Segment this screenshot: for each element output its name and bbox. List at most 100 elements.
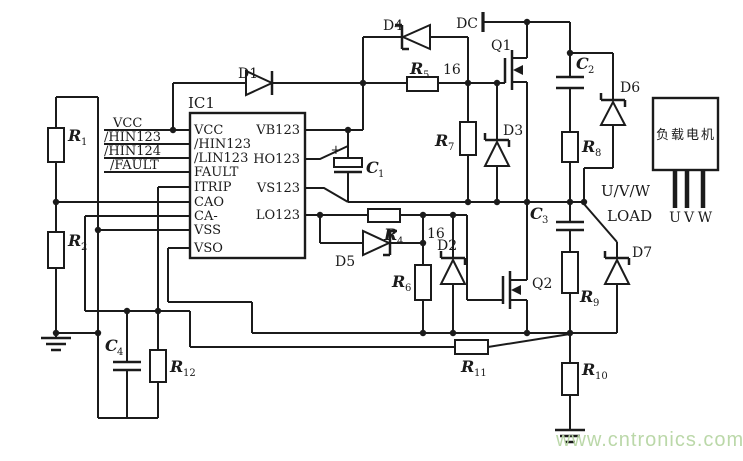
input-vcc-label: VCC xyxy=(112,116,142,131)
zener-D6: D6 xyxy=(599,80,640,126)
ic1-pin-ho123: HO123 xyxy=(253,152,300,167)
c1-plus-sign: + xyxy=(331,143,342,158)
watermark-text: www.cntronics.com xyxy=(555,429,743,451)
zener-D5-label: D5 xyxy=(335,254,355,270)
zener-D7: D7 xyxy=(603,245,652,285)
mosfet-Q1: Q1 xyxy=(491,38,523,90)
resistor-R9-sub: 9 xyxy=(593,298,599,309)
resistor-R8-label: R xyxy=(581,137,595,156)
ic1-pin-vs123: VS123 xyxy=(256,181,300,196)
motor-terminal-V: V xyxy=(683,210,695,226)
node-16-low-label: 16 xyxy=(427,226,445,242)
ic1-pin-vso: VSO xyxy=(193,241,223,256)
ic1-pin-lin123: /LIN123 xyxy=(194,151,248,166)
dc-label: DC xyxy=(456,16,478,32)
ground-right-icon xyxy=(555,428,585,444)
zener-D7-label: D7 xyxy=(632,245,652,261)
diode-D1-label: D1 xyxy=(238,66,258,82)
resistor-R11-label: R xyxy=(460,357,474,376)
resistor-R1-label: R xyxy=(67,126,81,145)
capacitor-C2-label: C xyxy=(576,54,589,73)
node-16-high-label: 16 xyxy=(443,62,461,78)
motor-label: 负载电机 xyxy=(656,128,716,143)
zener-D2: D2 xyxy=(437,238,467,285)
ic1-outline xyxy=(188,111,307,260)
load-motor: 负载电机 U V W xyxy=(651,96,720,226)
mosfet-Q2: Q2 xyxy=(501,271,552,309)
resistor-R2-sub: 2 xyxy=(81,242,87,253)
capacitor-C3-sub: 3 xyxy=(542,215,548,226)
zener-D6-label: D6 xyxy=(620,80,640,96)
capacitor-C2-sub: 2 xyxy=(588,65,594,76)
input-hin123-label: /HIN123 xyxy=(104,130,161,145)
ic1-label: IC1 xyxy=(188,94,215,112)
motor-terminal-W: W xyxy=(698,210,713,226)
ic1-pin-vcc: VCC xyxy=(193,123,223,138)
ic1-block: IC1 VCC /HIN123 /LIN123 FAULT ITRIP CAO … xyxy=(188,94,307,260)
resistor-R5-label: R xyxy=(409,59,423,78)
input-fault-label: /FAULT xyxy=(110,158,159,173)
mosfet-Q2-label: Q2 xyxy=(532,276,552,292)
resistor-R5-sub: 5 xyxy=(423,70,429,81)
input-hin124-label: /HIN124 xyxy=(104,144,161,159)
zener-D3: D3 xyxy=(483,123,523,167)
motor-terminals xyxy=(672,170,706,208)
resistor-R9-label: R xyxy=(579,287,593,306)
zener-D2-label: D2 xyxy=(437,238,457,254)
ic1-pin-cao: CAO xyxy=(194,195,224,210)
diode-D1: D1 xyxy=(238,66,275,97)
zener-D4-label: D4 xyxy=(383,18,403,34)
capacitor-C1-sub: 1 xyxy=(378,169,384,180)
motor-terminal-U: U xyxy=(669,210,681,226)
ic1-pin-vss: VSS xyxy=(193,223,221,238)
resistor-R2-label: R xyxy=(67,231,81,250)
capacitor-C1-label: C xyxy=(366,158,379,177)
ic1-pin-lo123: LO123 xyxy=(256,208,300,223)
resistor-R4-sub: 4 xyxy=(397,236,403,247)
uvw-label: U/V/W xyxy=(601,182,651,200)
capacitor-C4-label: C xyxy=(105,336,118,355)
ground-left-icon xyxy=(41,336,71,352)
ic1-pin-hin123: /HIN123 xyxy=(194,137,251,152)
resistor-R6-sub: 6 xyxy=(405,283,411,294)
resistor-R12-sub: 12 xyxy=(183,368,196,379)
junction-dots xyxy=(52,18,588,337)
resistor-R10-label: R xyxy=(581,360,595,379)
zener-D5: D5 xyxy=(335,229,397,270)
zener-D3-label: D3 xyxy=(503,123,523,139)
resistor-R1-sub: 1 xyxy=(81,137,87,148)
capacitor-C4-sub: 4 xyxy=(117,347,123,358)
zener-D4: D4 xyxy=(383,18,431,51)
resistor-R12-label: R xyxy=(169,357,183,376)
mosfet-Q1-label: Q1 xyxy=(491,38,511,54)
ic1-pin-itrip: ITRIP xyxy=(194,180,232,195)
resistor-R6-label: R xyxy=(391,272,405,291)
resistor-R8-sub: 8 xyxy=(595,148,601,159)
dc-supply-terminal: DC xyxy=(456,12,485,32)
resistor-R7-sub: 7 xyxy=(448,142,454,153)
ic1-pin-ca-minus: CA- xyxy=(194,209,218,224)
input-signals: VCC /HIN123 /HIN124 /FAULT xyxy=(104,116,161,173)
ic1-pin-fault: FAULT xyxy=(194,165,239,180)
resistor-R10-sub: 10 xyxy=(595,371,608,382)
resistor-R7-label: R xyxy=(434,131,448,150)
capacitor-C3-label: C xyxy=(530,204,543,223)
load-label: LOAD xyxy=(607,207,652,225)
